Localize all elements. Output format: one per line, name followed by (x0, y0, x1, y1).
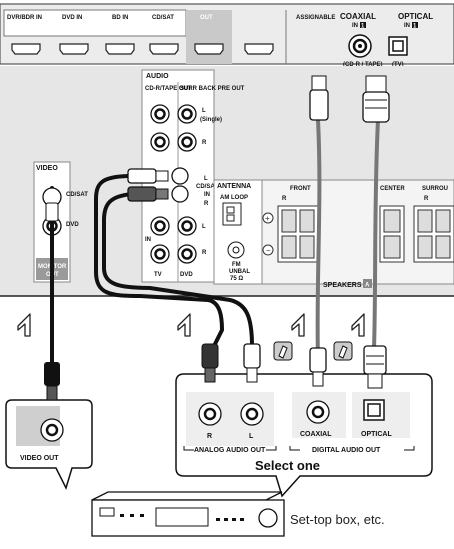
optical-cable (372, 118, 380, 350)
speaker-front: FRONT (290, 186, 311, 192)
coaxial-out-label: COAXIAL (300, 431, 332, 438)
speaker-surround-r: R (424, 196, 429, 202)
coaxial-note: (CD-R / TAPE) (343, 62, 383, 68)
video-cdsat: CD/SAT (66, 192, 88, 198)
audio-jack-tv-l (150, 216, 170, 236)
antenna-am: AM LOOP (220, 195, 248, 201)
device-caption: Set-top box, etc. (290, 512, 385, 527)
audio-l3: L (202, 224, 206, 230)
optical-in-title: OPTICAL (398, 12, 433, 21)
hdmi-port-5 (194, 43, 224, 55)
am-terminal (222, 202, 242, 226)
audio-jack-surr-r (177, 132, 197, 152)
audio-cable-l (94, 174, 225, 348)
audio-dvd: DVD (180, 272, 193, 278)
audio-cdsat: CD/SAT (196, 184, 218, 190)
speaker-surround: SURROU (422, 186, 448, 192)
analog-out-label: ANALOG AUDIO OUT (194, 447, 266, 454)
audio-in: IN (145, 237, 151, 243)
audio-cable-r (102, 192, 254, 348)
audio-jack-dvd-l (177, 216, 197, 236)
fm-label: FM (232, 262, 241, 268)
coaxial-out-jack (306, 400, 330, 424)
audio-cdsat-in: IN (204, 192, 210, 198)
audio-tv: TV (154, 272, 162, 278)
arrow-4 (351, 313, 365, 337)
audio-r1: R (202, 140, 207, 146)
hdmi-port-2 (59, 43, 89, 55)
video-out-label: VIDEO OUT (20, 455, 59, 462)
optical-out-label: OPTICAL (361, 431, 392, 438)
hdmi-port-4 (149, 43, 179, 55)
digital-out-label: DIGITAL AUDIO OUT (312, 447, 381, 454)
video-title: VIDEO (36, 165, 58, 172)
optical-in-sub: IN (404, 23, 410, 29)
audio-jack-surr-l (177, 104, 197, 124)
device-plugs (44, 341, 387, 401)
hdmi-dvr-label: DVR/BDR IN (7, 15, 42, 21)
analog-r-jack (198, 402, 222, 426)
audio-r2: R (204, 201, 209, 207)
optical-plug-top (362, 75, 390, 123)
audio-col2-label: SURR BACK PRE OUT (180, 86, 245, 92)
audio-title: AUDIO (146, 73, 169, 80)
audio-jack-cdr-l (150, 104, 170, 124)
arrow-2 (177, 313, 191, 337)
optical-in-num: 1 (413, 24, 417, 30)
speaker-center: CENTER (380, 186, 405, 192)
hdmi-port-6 (244, 43, 274, 55)
coaxial-cable (315, 118, 322, 362)
optical-note: (TV) (392, 62, 404, 68)
direction-arrows (17, 313, 365, 337)
coaxial-plug-top (309, 75, 329, 121)
speakers-label: SPEAKERS (323, 282, 362, 289)
audio-col1-label: CD-R/TAPE OUT (145, 86, 192, 92)
svg-text:+: + (265, 214, 270, 223)
antenna-title: ANTENNA (217, 183, 251, 190)
audio-l2: L (204, 176, 208, 182)
select-one-label: Select one (255, 458, 320, 473)
hdmi-port-1 (11, 43, 41, 55)
analog-l-label: L (249, 433, 254, 440)
hdmi-port-3 (105, 43, 135, 55)
audio-r3: R (202, 250, 207, 256)
arrow-1 (17, 313, 31, 337)
coaxial-in-title: COAXIAL (340, 12, 376, 21)
hdmi-dvd-label: DVD IN (62, 15, 82, 21)
receiver-body: AUDIO CD-R/TAPE OUT SURR BACK PRE OUT L … (0, 66, 454, 297)
audio-l1: L (202, 108, 206, 114)
audio-jack-dvd-r (177, 244, 197, 264)
fm-unbal: UNBAL (229, 269, 250, 275)
cables (50, 118, 380, 394)
audio-single: (Single) (200, 117, 222, 123)
coaxial-in-sub: IN (352, 23, 358, 29)
source-device-panel: VIDEO OUT R L ANALOG AUDIO OUT COAXIAL O… (5, 373, 433, 498)
hdmi-strip: DVR/BDR IN DVD IN BD IN CD/SAT OUT ASSIG… (0, 3, 454, 68)
video-dvd: DVD (66, 222, 79, 228)
svg-text:−: − (266, 246, 271, 255)
speakers-badge: A (365, 283, 370, 289)
speaker-front-r: R (282, 196, 287, 202)
coaxial-in-num: 1 (361, 24, 365, 30)
arrow-3 (291, 313, 305, 337)
set-top-box-icon (91, 491, 285, 537)
video-plug-receiver (42, 187, 62, 222)
audio-jack-cdr-r (150, 132, 170, 152)
analog-l-jack (240, 402, 264, 426)
hdmi-bd-label: BD IN (112, 15, 128, 21)
rca-plugs-receiver (127, 167, 189, 203)
hdmi-out-label: OUT (200, 15, 213, 21)
hdmi-cdsat-label: CD/SAT (152, 15, 174, 21)
assignable-label: ASSIGNABLE (296, 15, 335, 21)
fm-ohm: 75 Ω (230, 276, 243, 282)
audio-jack-tv-r (150, 244, 170, 264)
analog-r-label: R (207, 433, 212, 440)
video-out-jack (40, 418, 64, 442)
